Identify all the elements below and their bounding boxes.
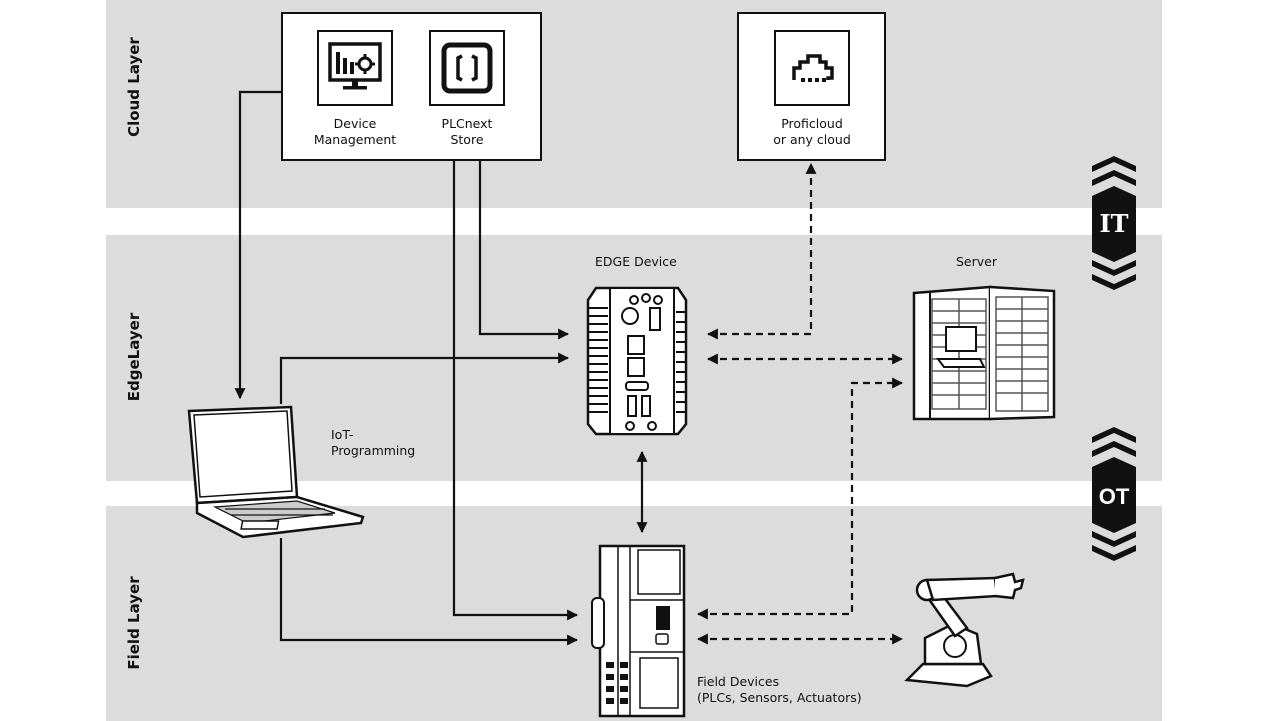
- robot-arm-icon[interactable]: [903, 568, 1033, 688]
- edge-device-label: EDGE Device: [595, 254, 677, 269]
- field-devices-label: Field Devices (PLCs, Sensors, Actuators): [697, 674, 862, 706]
- iot-programming-label: IoT- Programming: [331, 427, 415, 459]
- iot-programming-line1: IoT-: [331, 427, 354, 442]
- server-label: Server: [956, 254, 997, 269]
- ot-zone-label: OT: [1099, 484, 1130, 509]
- field-server-dashed-link: [696, 377, 904, 620]
- laptop-icon[interactable]: [185, 405, 370, 540]
- mgmt-to-laptop-line: [234, 90, 281, 400]
- proficloud-caption: Proficloud or any cloud: [757, 116, 867, 148]
- device-management-line1: Device: [333, 116, 377, 131]
- cloud-icon: [792, 54, 834, 82]
- it-zone-badge: IT: [1092, 156, 1136, 290]
- field-devices-line2: (PLCs, Sensors, Actuators): [697, 690, 862, 705]
- edge-device-icon[interactable]: [582, 278, 692, 438]
- device-management-tile[interactable]: [317, 30, 393, 106]
- plcnext-store-line1: PLCnext: [441, 116, 493, 131]
- proficloud-line2: or any cloud: [773, 132, 851, 147]
- proficloud-tile: [774, 30, 850, 106]
- monitor-chart-gear-icon: [328, 42, 382, 90]
- laptop-to-edge-line: [279, 352, 570, 404]
- store-to-edge-line: [478, 160, 570, 340]
- ot-zone-badge: OT: [1092, 427, 1136, 561]
- iot-programming-line2: Programming: [331, 443, 416, 458]
- plc-device-icon[interactable]: [588, 542, 688, 720]
- edge-cloud-dashed-link: [706, 162, 817, 340]
- plcnext-store-tile[interactable]: [429, 30, 505, 106]
- plcnext-store-line2: Store: [450, 132, 484, 147]
- laptop-to-field-line: [279, 538, 579, 646]
- server-rack-icon[interactable]: [910, 283, 1060, 425]
- it-zone-label: IT: [1099, 209, 1128, 238]
- plcnext-store-caption: PLCnext Store: [417, 116, 517, 148]
- braces-app-icon: [441, 42, 493, 94]
- device-management-caption: Device Management: [300, 116, 410, 148]
- store-to-field-line: [452, 160, 579, 621]
- proficloud-line1: Proficloud: [781, 116, 843, 131]
- device-management-line2: Management: [313, 132, 397, 147]
- field-devices-line1: Field Devices: [697, 674, 780, 689]
